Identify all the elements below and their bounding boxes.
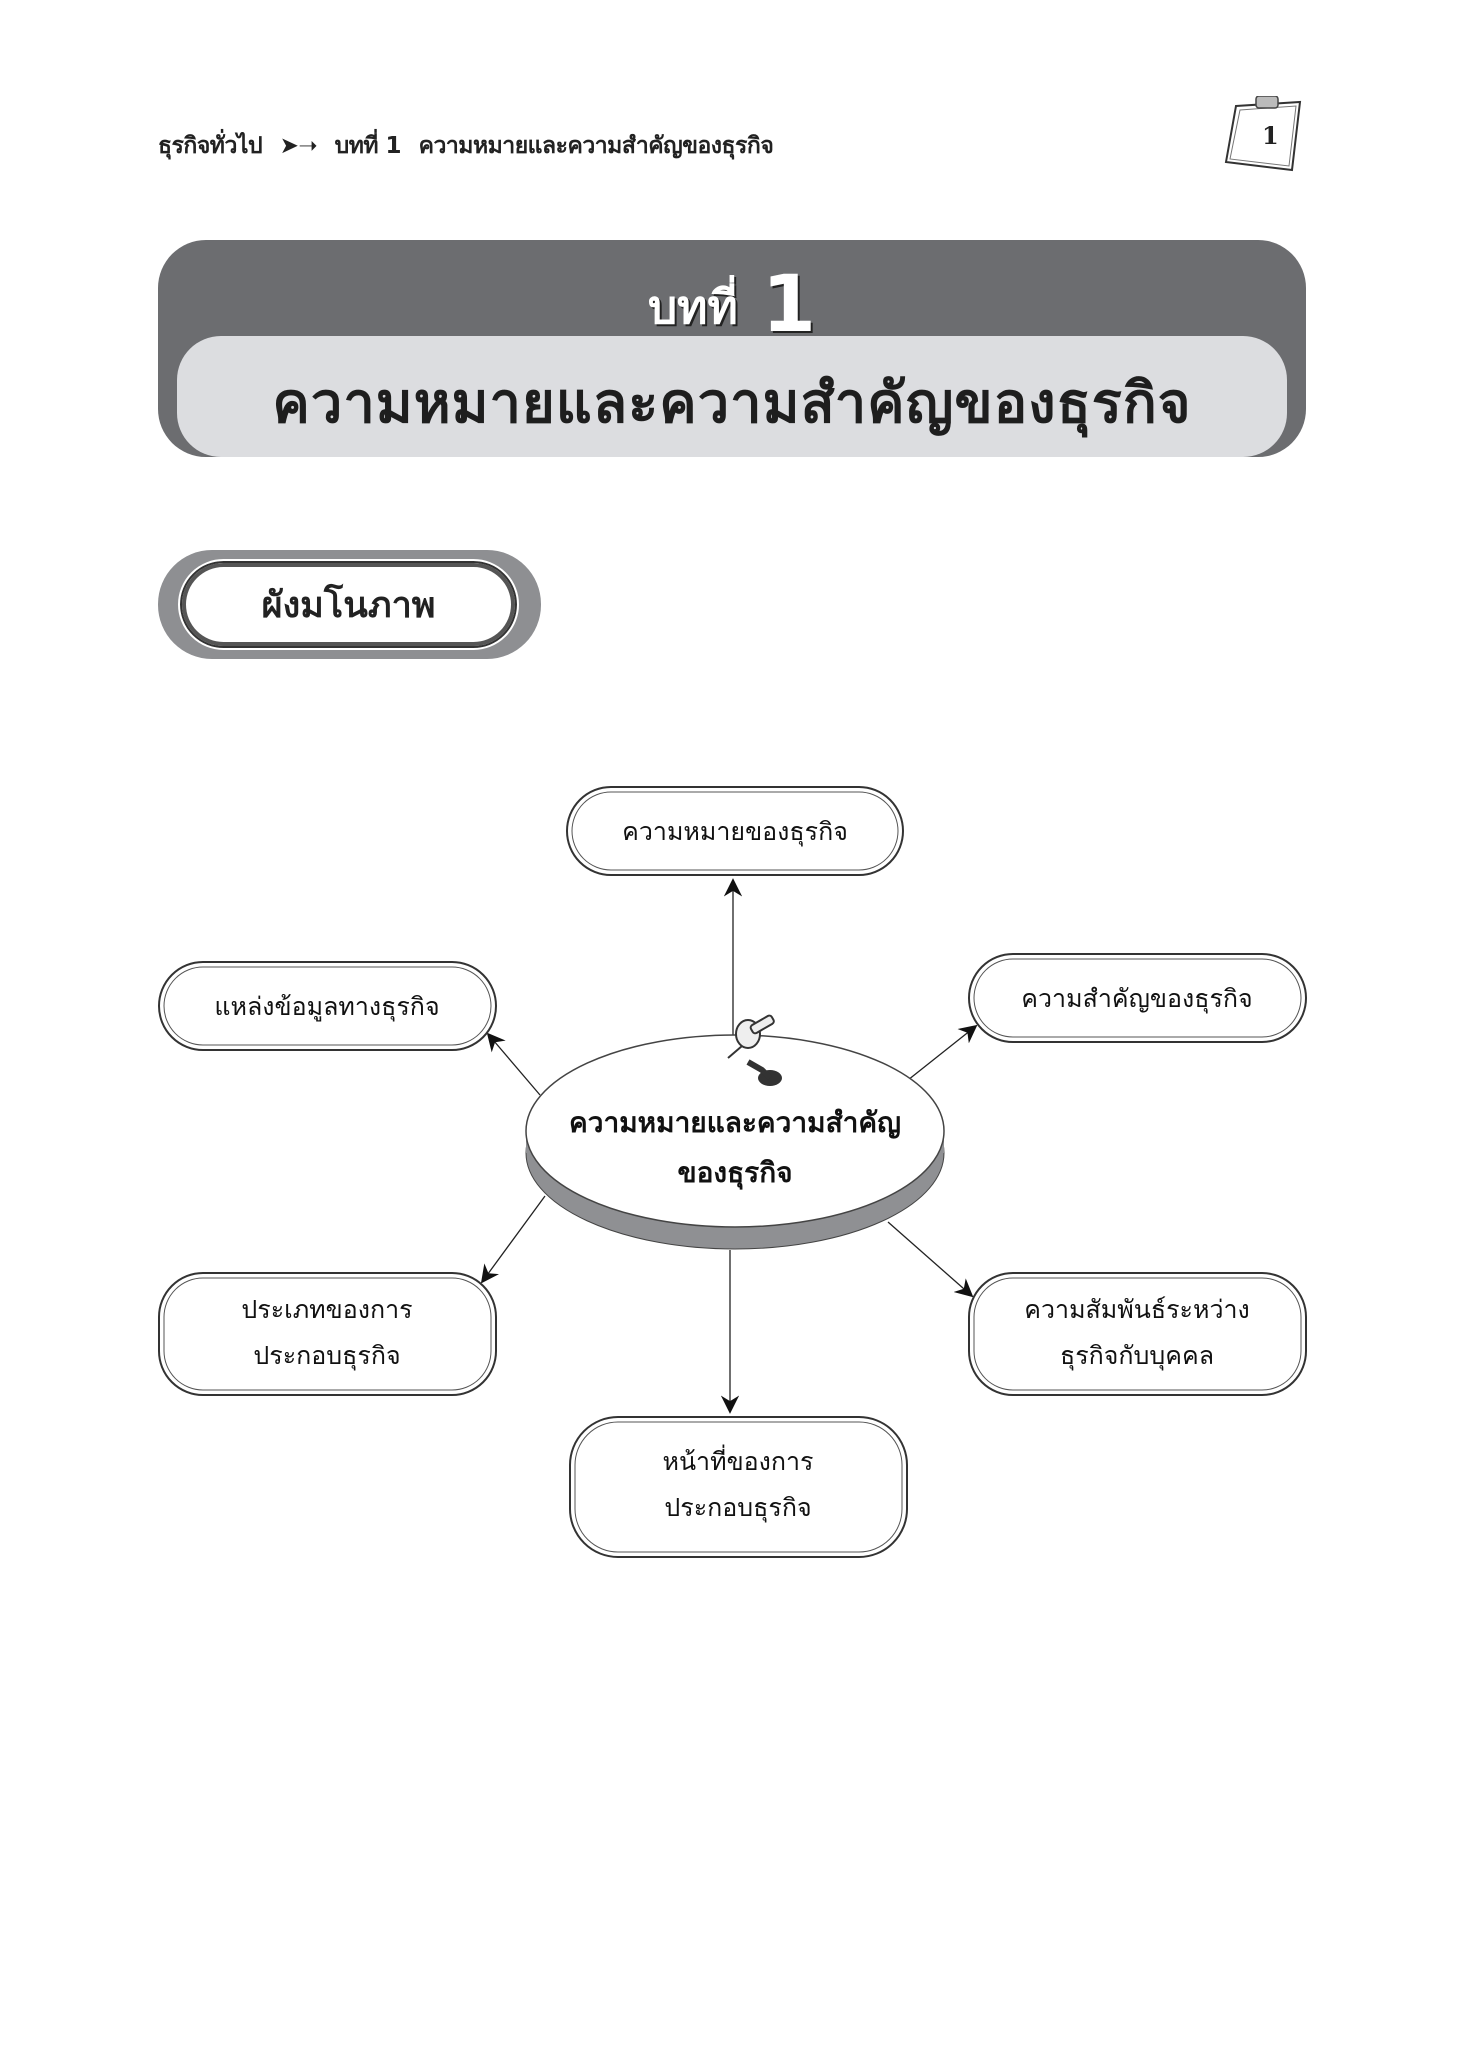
running-header: ธุรกิจทั่วไป ➤➝ บทที่ 1 ความหมายและความส… bbox=[158, 128, 783, 164]
center-disc: ความหมายและความสำคัญ ของธุรกิจ bbox=[525, 1034, 945, 1250]
node-label: ประกอบธุรกิจ bbox=[253, 1341, 400, 1371]
node-importance: ความสำคัญของธุรกิจ bbox=[968, 953, 1307, 1043]
chapter-number: 1 bbox=[761, 260, 817, 350]
node-label: หน้าที่ของการ bbox=[662, 1444, 813, 1476]
node-label: ประเภทของการ bbox=[241, 1295, 412, 1324]
node-label: ประกอบธุรกิจ bbox=[664, 1493, 811, 1523]
node-label: ความสัมพันธ์ระหว่าง bbox=[1024, 1295, 1249, 1324]
arrow-icon: ➤➝ bbox=[279, 133, 318, 159]
node-functions: หน้าที่ของการ ประกอบธุรกิจ bbox=[569, 1416, 908, 1558]
arrow-lower-right bbox=[887, 1221, 974, 1298]
chapter-label: บทที่ 1 bbox=[158, 260, 1306, 350]
node-types: ประเภทของการ ประกอบธุรกิจ bbox=[158, 1272, 497, 1396]
node-label: ความหมายของธุรกิจ bbox=[622, 817, 848, 847]
page-number: 1 bbox=[1262, 121, 1279, 150]
chapter-ref-title: ความหมายและความสำคัญของธุรกิจ bbox=[418, 133, 774, 159]
center-line-2: ของธุรกิจ bbox=[677, 1156, 792, 1190]
chapter-word: บทที่ bbox=[647, 280, 738, 334]
node-label: ธุรกิจกับบุคคล bbox=[1060, 1341, 1214, 1371]
arrow-upper-left bbox=[486, 1032, 541, 1096]
arrow-upper-right bbox=[907, 1024, 978, 1081]
node-sources: แหล่งข้อมูลทางธุรกิจ bbox=[158, 961, 497, 1051]
clipboard-icon: 1 bbox=[1224, 96, 1302, 172]
center-line-1: ความหมายและความสำคัญ bbox=[569, 1106, 901, 1139]
chapter-title: ความหมายและความสำคัญของธุรกิจ bbox=[272, 371, 1192, 436]
node-label: แหล่งข้อมูลทางธุรกิจ bbox=[214, 992, 439, 1022]
section-label: ผังมโนภาพ bbox=[178, 559, 519, 650]
title-panel: ความหมายและความสำคัญของธุรกิจ bbox=[177, 336, 1287, 457]
book-title: ธุรกิจทั่วไป bbox=[158, 133, 263, 159]
pushpin-icon bbox=[727, 1014, 782, 1086]
chapter-ref: บทที่ 1 bbox=[334, 133, 402, 159]
section-heading: ผังมโนภาพ bbox=[158, 550, 541, 659]
node-label: ความสำคัญของธุรกิจ bbox=[1021, 984, 1252, 1014]
node-relationship: ความสัมพันธ์ระหว่าง ธุรกิจกับบุคคล bbox=[968, 1272, 1307, 1396]
node-meaning: ความหมายของธุรกิจ bbox=[566, 786, 904, 876]
arrow-lower-left bbox=[480, 1195, 546, 1284]
chapter-banner: บทที่ 1 ความหมายและความสำคัญของธุรกิจ bbox=[158, 240, 1306, 457]
